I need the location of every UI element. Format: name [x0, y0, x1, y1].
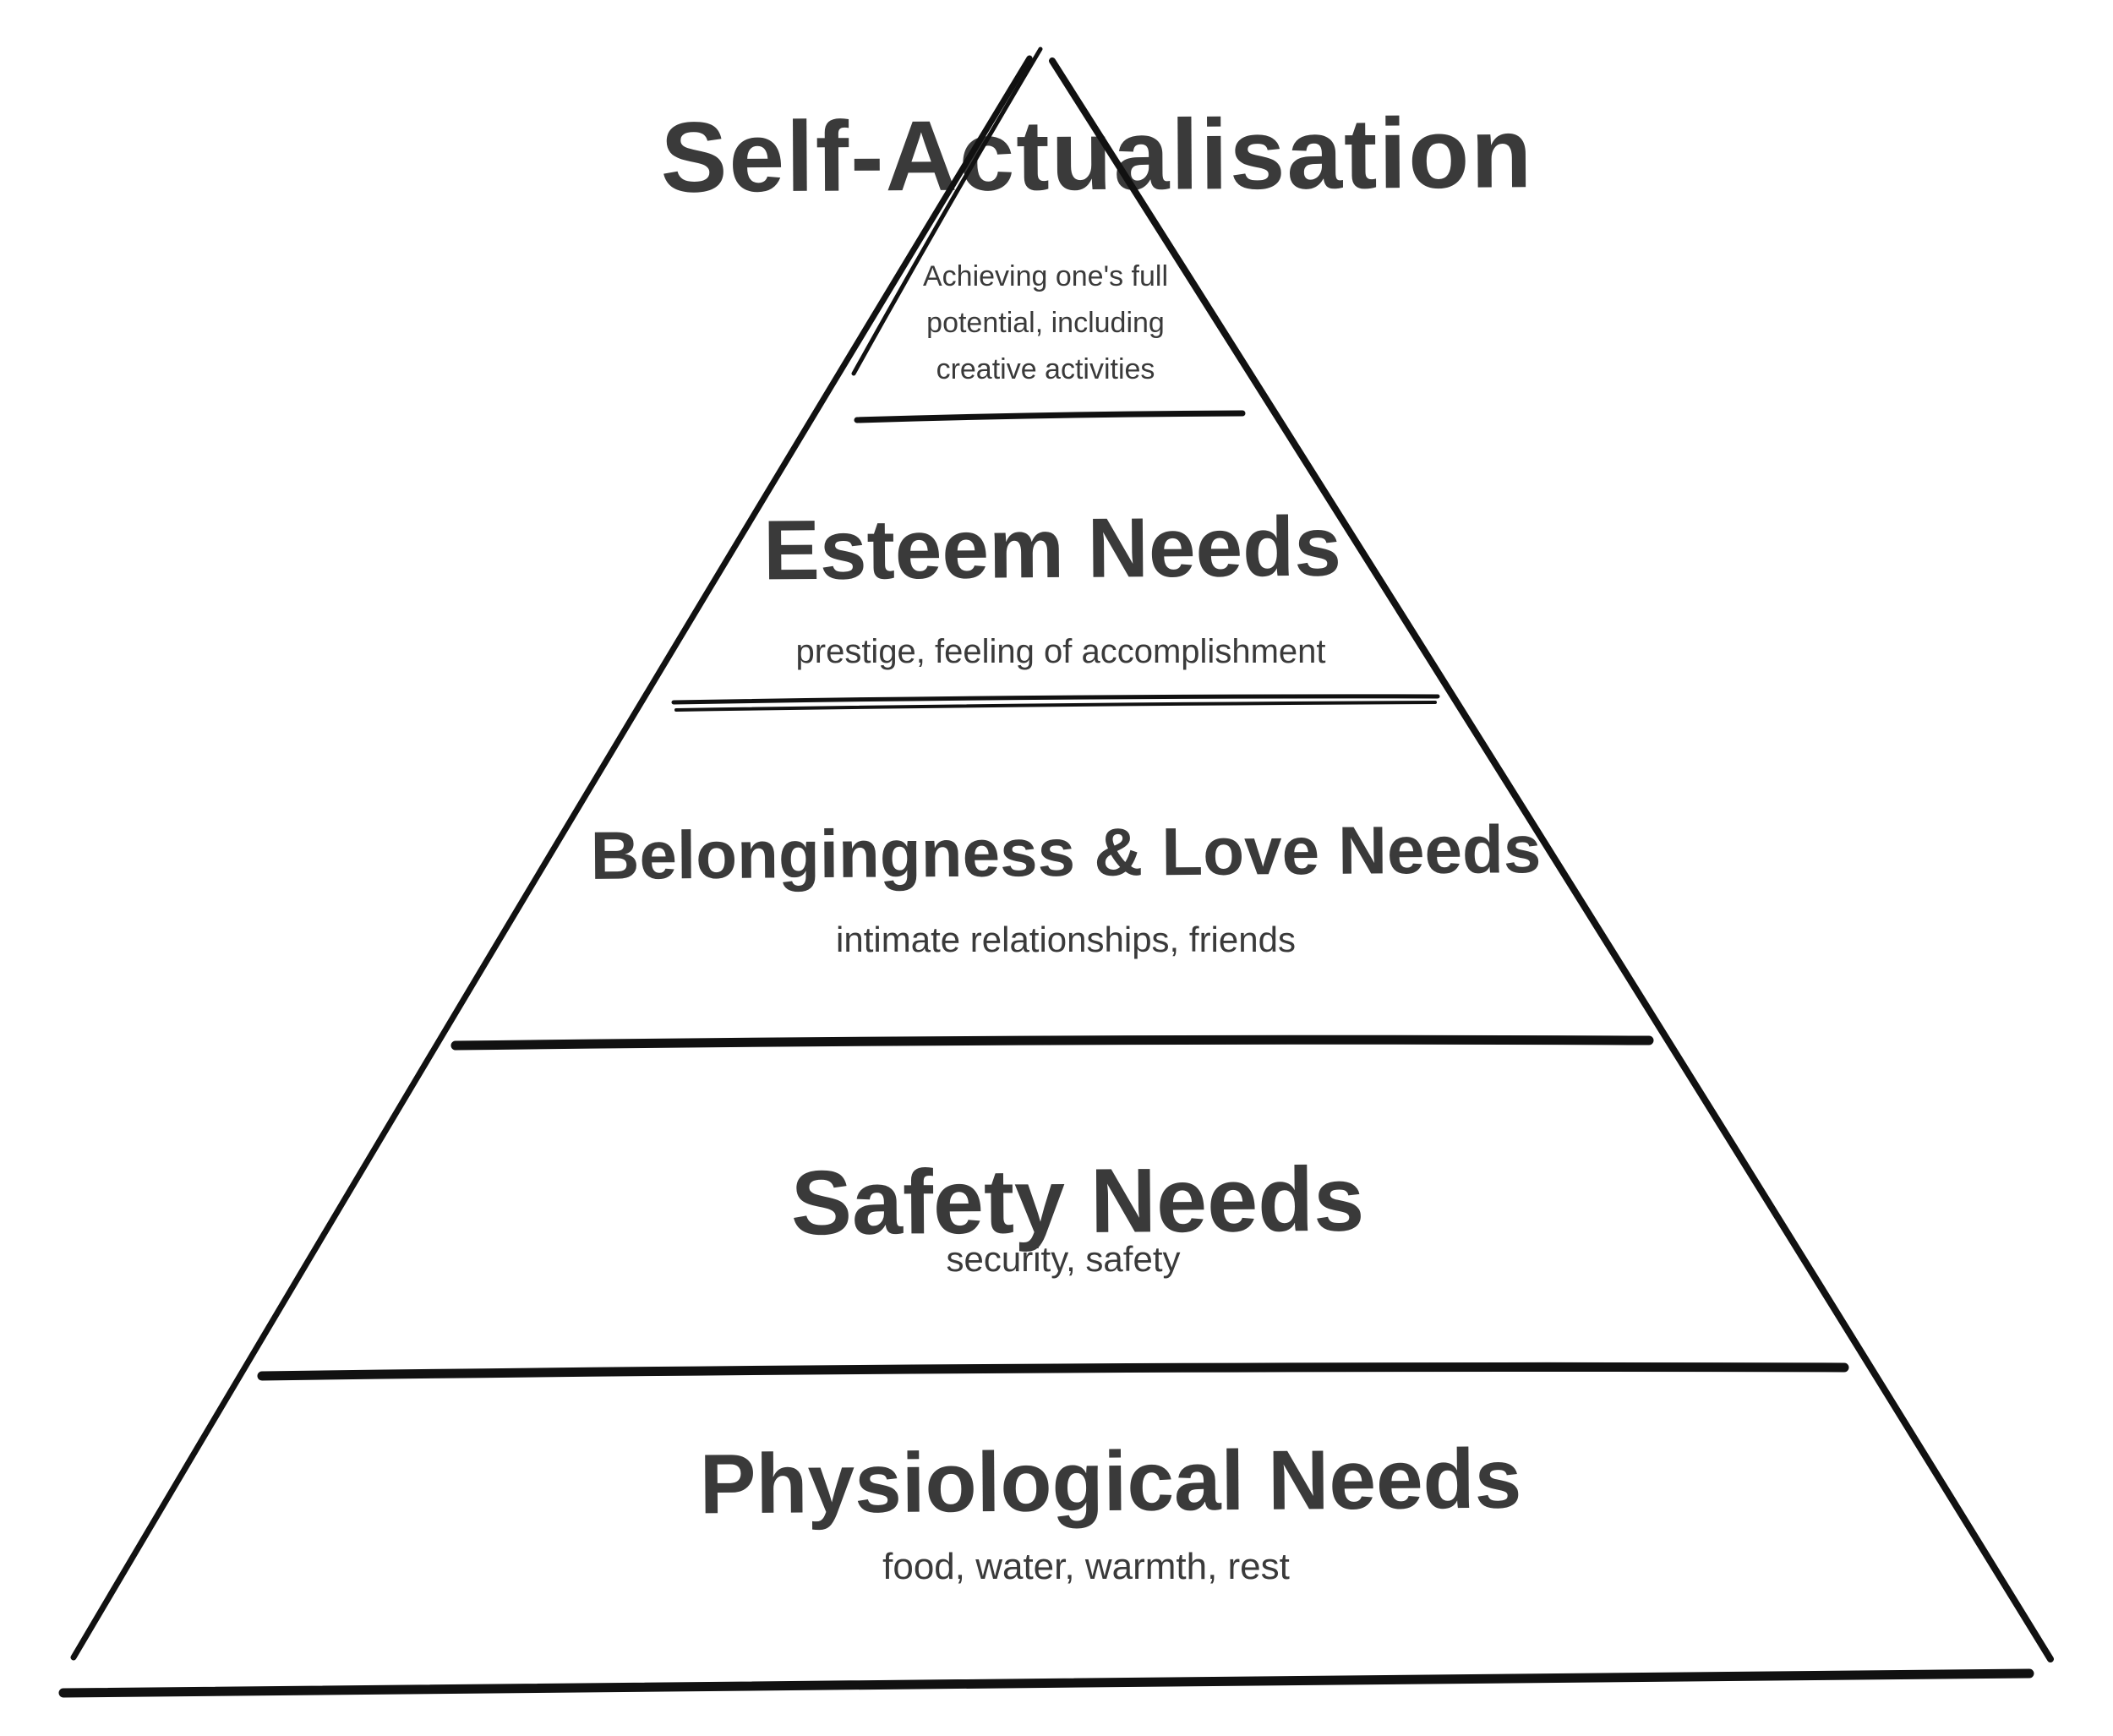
level-title-physiological-needs: Physiological Needs [699, 1431, 1522, 1532]
level-divider-1 [854, 410, 1246, 423]
level-divider-2-stroke-a [671, 694, 1440, 705]
level-divider-3 [450, 1035, 1654, 1051]
level-title-safety-needs: Safety Needs [790, 1147, 1365, 1254]
apex-description: Achieving one's full potential, includin… [923, 254, 1168, 393]
apex-description-line-3: creative activities [936, 353, 1155, 385]
apex-description-line-1: Achieving one's full [923, 260, 1168, 292]
level-divider-4 [257, 1362, 1849, 1381]
level-title-belongingness-love-needs: Belongingness & Love Needs [590, 811, 1542, 893]
level-description-esteem-needs: prestige, feeling of accomplishment [795, 633, 1326, 670]
level-description-belongingness-love-needs: intimate relationships, friends [836, 920, 1296, 959]
level-description-safety-needs: security, safety [946, 1239, 1181, 1279]
diagram-title: Self-Actualisation [660, 97, 1534, 214]
level-description-physiological-needs: food, water, warmth, rest [882, 1546, 1290, 1587]
level-title-esteem-needs: Esteem Needs [762, 499, 1342, 598]
level-divider-2-stroke-b [674, 701, 1437, 712]
apex-description-line-2: potential, including [926, 307, 1165, 339]
pyramid-base-line [58, 1668, 2034, 1698]
